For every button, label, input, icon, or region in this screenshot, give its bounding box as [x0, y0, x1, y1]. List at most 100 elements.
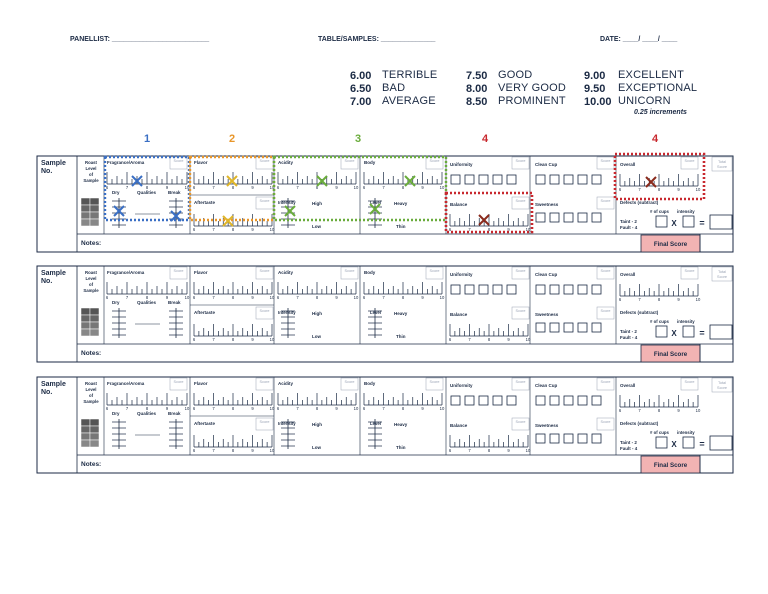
score-box[interactable]: Score	[596, 156, 615, 170]
vertical-scale[interactable]	[368, 419, 382, 449]
total-score-frame[interactable]	[711, 266, 733, 282]
roast-cell[interactable]	[80, 218, 91, 227]
sweetness-checkbox[interactable]	[591, 212, 602, 223]
score-box[interactable]: Score	[511, 377, 530, 391]
roast-swatch[interactable]	[80, 197, 100, 227]
roast-cell[interactable]	[80, 307, 91, 316]
sweetness-checkbox[interactable]	[563, 322, 574, 333]
score-box-frame[interactable]	[255, 377, 274, 391]
num-cups-box[interactable]	[655, 436, 668, 449]
score-box-frame[interactable]	[511, 377, 530, 391]
score-box-frame[interactable]	[425, 377, 444, 391]
score-box[interactable]: Score	[680, 266, 699, 280]
roast-cell[interactable]	[89, 432, 100, 441]
uniformity-cup-checkbox[interactable]	[506, 395, 517, 406]
uniformity-cup-checkbox[interactable]	[464, 284, 475, 295]
defect-total-box[interactable]	[709, 435, 733, 451]
clean-cup-checkbox[interactable]	[563, 174, 574, 185]
score-box[interactable]: Score	[255, 266, 274, 280]
sweetness-checkbox[interactable]	[577, 322, 588, 333]
roast-cell[interactable]	[89, 197, 100, 206]
defect-intensity-box[interactable]	[682, 325, 695, 338]
score-box-frame[interactable]	[340, 156, 359, 170]
uniformity-cup-checkbox[interactable]	[450, 284, 461, 295]
score-box[interactable]: Score	[596, 417, 615, 431]
score-box[interactable]: Score	[511, 306, 530, 320]
score-box[interactable]: Score	[340, 377, 359, 391]
roast-cell[interactable]	[89, 307, 100, 316]
score-box-frame[interactable]	[340, 377, 359, 391]
score-box[interactable]: Score	[169, 377, 188, 391]
score-box[interactable]: Score	[340, 156, 359, 170]
score-box[interactable]: Score	[596, 377, 615, 391]
clean-cup-checkbox[interactable]	[577, 284, 588, 295]
roast-cell[interactable]	[89, 204, 100, 213]
clean-cup-checkbox[interactable]	[535, 395, 546, 406]
defect-total-box[interactable]	[709, 324, 733, 340]
sweetness-checkbox[interactable]	[549, 322, 560, 333]
score-box[interactable]: Score	[425, 266, 444, 280]
uniformity-cup-checkbox[interactable]	[464, 395, 475, 406]
score-box-frame[interactable]	[255, 417, 274, 431]
clean-cup-checkbox[interactable]	[563, 284, 574, 295]
sweetness-checkbox[interactable]	[535, 212, 546, 223]
score-box[interactable]: Score	[511, 417, 530, 431]
score-box[interactable]: Score	[340, 266, 359, 280]
table-samples-field[interactable]: TABLE/SAMPLES: ______________	[318, 36, 436, 43]
roast-swatch[interactable]	[80, 307, 100, 337]
score-box[interactable]: Score	[596, 196, 615, 210]
roast-cell[interactable]	[89, 218, 100, 227]
score-box[interactable]: Score	[680, 156, 699, 170]
uniformity-cup-checkbox[interactable]	[478, 395, 489, 406]
score-box[interactable]: Score	[169, 266, 188, 280]
clean-cup-checkbox[interactable]	[535, 174, 546, 185]
uniformity-cup-checkbox[interactable]	[506, 174, 517, 185]
vertical-scale[interactable]	[112, 198, 126, 228]
score-box-frame[interactable]	[596, 266, 615, 280]
score-box-frame[interactable]	[511, 266, 530, 280]
score-box-frame[interactable]	[511, 156, 530, 170]
vertical-scale[interactable]	[169, 198, 183, 228]
score-box[interactable]: Score	[169, 156, 188, 170]
uniformity-cup-checkbox[interactable]	[492, 395, 503, 406]
roast-cell[interactable]	[80, 425, 91, 434]
clean-cup-checkbox[interactable]	[577, 395, 588, 406]
sweetness-checkbox[interactable]	[591, 322, 602, 333]
score-box[interactable]: Score	[255, 196, 274, 210]
num-cups-box[interactable]	[655, 325, 668, 338]
uniformity-cup-checkbox[interactable]	[478, 284, 489, 295]
sweetness-checkbox[interactable]	[549, 433, 560, 444]
vertical-scale[interactable]	[169, 308, 183, 338]
total-score-frame[interactable]	[711, 156, 733, 172]
clean-cup-checkbox[interactable]	[577, 174, 588, 185]
score-box-frame[interactable]	[511, 196, 530, 210]
score-box-frame[interactable]	[425, 266, 444, 280]
score-box[interactable]: Score	[425, 156, 444, 170]
roast-cell[interactable]	[80, 314, 91, 323]
clean-cup-checkbox[interactable]	[563, 395, 574, 406]
score-box-frame[interactable]	[596, 377, 615, 391]
score-box-frame[interactable]	[596, 156, 615, 170]
score-box[interactable]: Score	[255, 156, 274, 170]
vertical-scale[interactable]	[368, 308, 382, 338]
roast-cell[interactable]	[80, 432, 91, 441]
score-box-frame[interactable]	[169, 377, 188, 391]
vertical-scale[interactable]	[112, 308, 126, 338]
panellist-field[interactable]: PANELLIST: _________________________	[70, 36, 210, 43]
